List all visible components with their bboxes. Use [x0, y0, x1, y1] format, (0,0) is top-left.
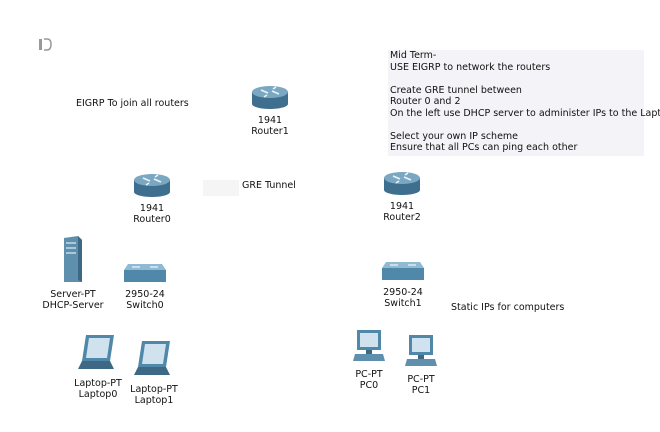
- device-laptop0[interactable]: Laptop-PT Laptop0: [70, 333, 126, 400]
- device-name-label: Laptop0: [78, 389, 118, 400]
- device-model-label: Laptop-PT: [74, 378, 122, 389]
- device-model-label: 1941: [257, 115, 283, 126]
- eigrp-note: EIGRP To join all routers: [76, 98, 189, 109]
- midterm-line: USE EIGRP to network the routers: [390, 61, 551, 73]
- device-model-label: Laptop-PT: [130, 384, 178, 395]
- switch-icon: [124, 264, 166, 282]
- server-icon: [64, 236, 82, 282]
- device-name-label: Router0: [133, 214, 171, 225]
- device-model-label: PC-PT: [355, 369, 383, 380]
- gre-tunnel-note: GRE Tunnel: [242, 180, 296, 191]
- device-router2[interactable]: 1941 Router2: [378, 168, 426, 223]
- device-model-label: 1941: [389, 201, 415, 212]
- device-router1[interactable]: 1941 Router1: [246, 82, 294, 137]
- device-model-label: PC-PT: [407, 374, 435, 385]
- device-pc1[interactable]: PC-PT PC1: [399, 333, 443, 396]
- device-name-label: Switch1: [384, 298, 422, 309]
- midterm-line: Select your own IP scheme: [390, 130, 519, 142]
- device-model-label: 2950-24: [125, 289, 165, 300]
- router-icon: [252, 86, 288, 109]
- router-icon: [134, 174, 170, 197]
- midterm-line: On the left use DHCP server to administe…: [390, 107, 660, 119]
- device-laptop1[interactable]: Laptop-PT Laptop1: [126, 339, 182, 406]
- midterm-line: Create GRE tunnel between: [390, 84, 522, 96]
- device-switch0[interactable]: 2950-24 Switch0: [119, 262, 171, 311]
- corner-resize-icon[interactable]: [38, 38, 52, 52]
- static-ip-note: Static IPs for computers: [451, 302, 565, 313]
- device-pc0[interactable]: PC-PT PC0: [347, 328, 391, 391]
- device-switch1[interactable]: 2950-24 Switch1: [377, 260, 429, 309]
- pc-icon: [353, 330, 385, 361]
- device-name-label: Switch0: [126, 300, 164, 311]
- midterm-line: Router 0 and 2: [390, 96, 461, 107]
- device-model-label: Server-PT: [50, 289, 96, 300]
- pc-icon: [405, 335, 437, 366]
- midterm-line: Mid Term-: [390, 50, 437, 61]
- switch-icon: [382, 262, 424, 280]
- midterm-line: [388, 119, 644, 131]
- device-name-label: Router1: [251, 126, 289, 137]
- midterm-line: [388, 73, 644, 85]
- device-name-label: PC1: [411, 385, 431, 396]
- gre-tunnel-marker: [203, 180, 239, 196]
- device-model-label: 1941: [139, 203, 165, 214]
- laptop-icon: [78, 335, 114, 369]
- device-model-label: 2950-24: [383, 287, 423, 298]
- device-dhcp-server[interactable]: Server-PT DHCP-Server: [38, 234, 108, 311]
- midterm-line: Ensure that all PCs can ping each other: [390, 142, 578, 153]
- router-icon: [384, 172, 420, 195]
- laptop-icon: [134, 341, 170, 375]
- midterm-note-box: Mid Term- USE EIGRP to network the route…: [388, 50, 660, 156]
- device-name-label: Router2: [383, 212, 421, 223]
- device-name-label: Laptop1: [134, 395, 174, 406]
- device-name-label: PC0: [359, 380, 379, 391]
- device-router0[interactable]: 1941 Router0: [128, 170, 176, 225]
- device-name-label: DHCP-Server: [42, 300, 104, 311]
